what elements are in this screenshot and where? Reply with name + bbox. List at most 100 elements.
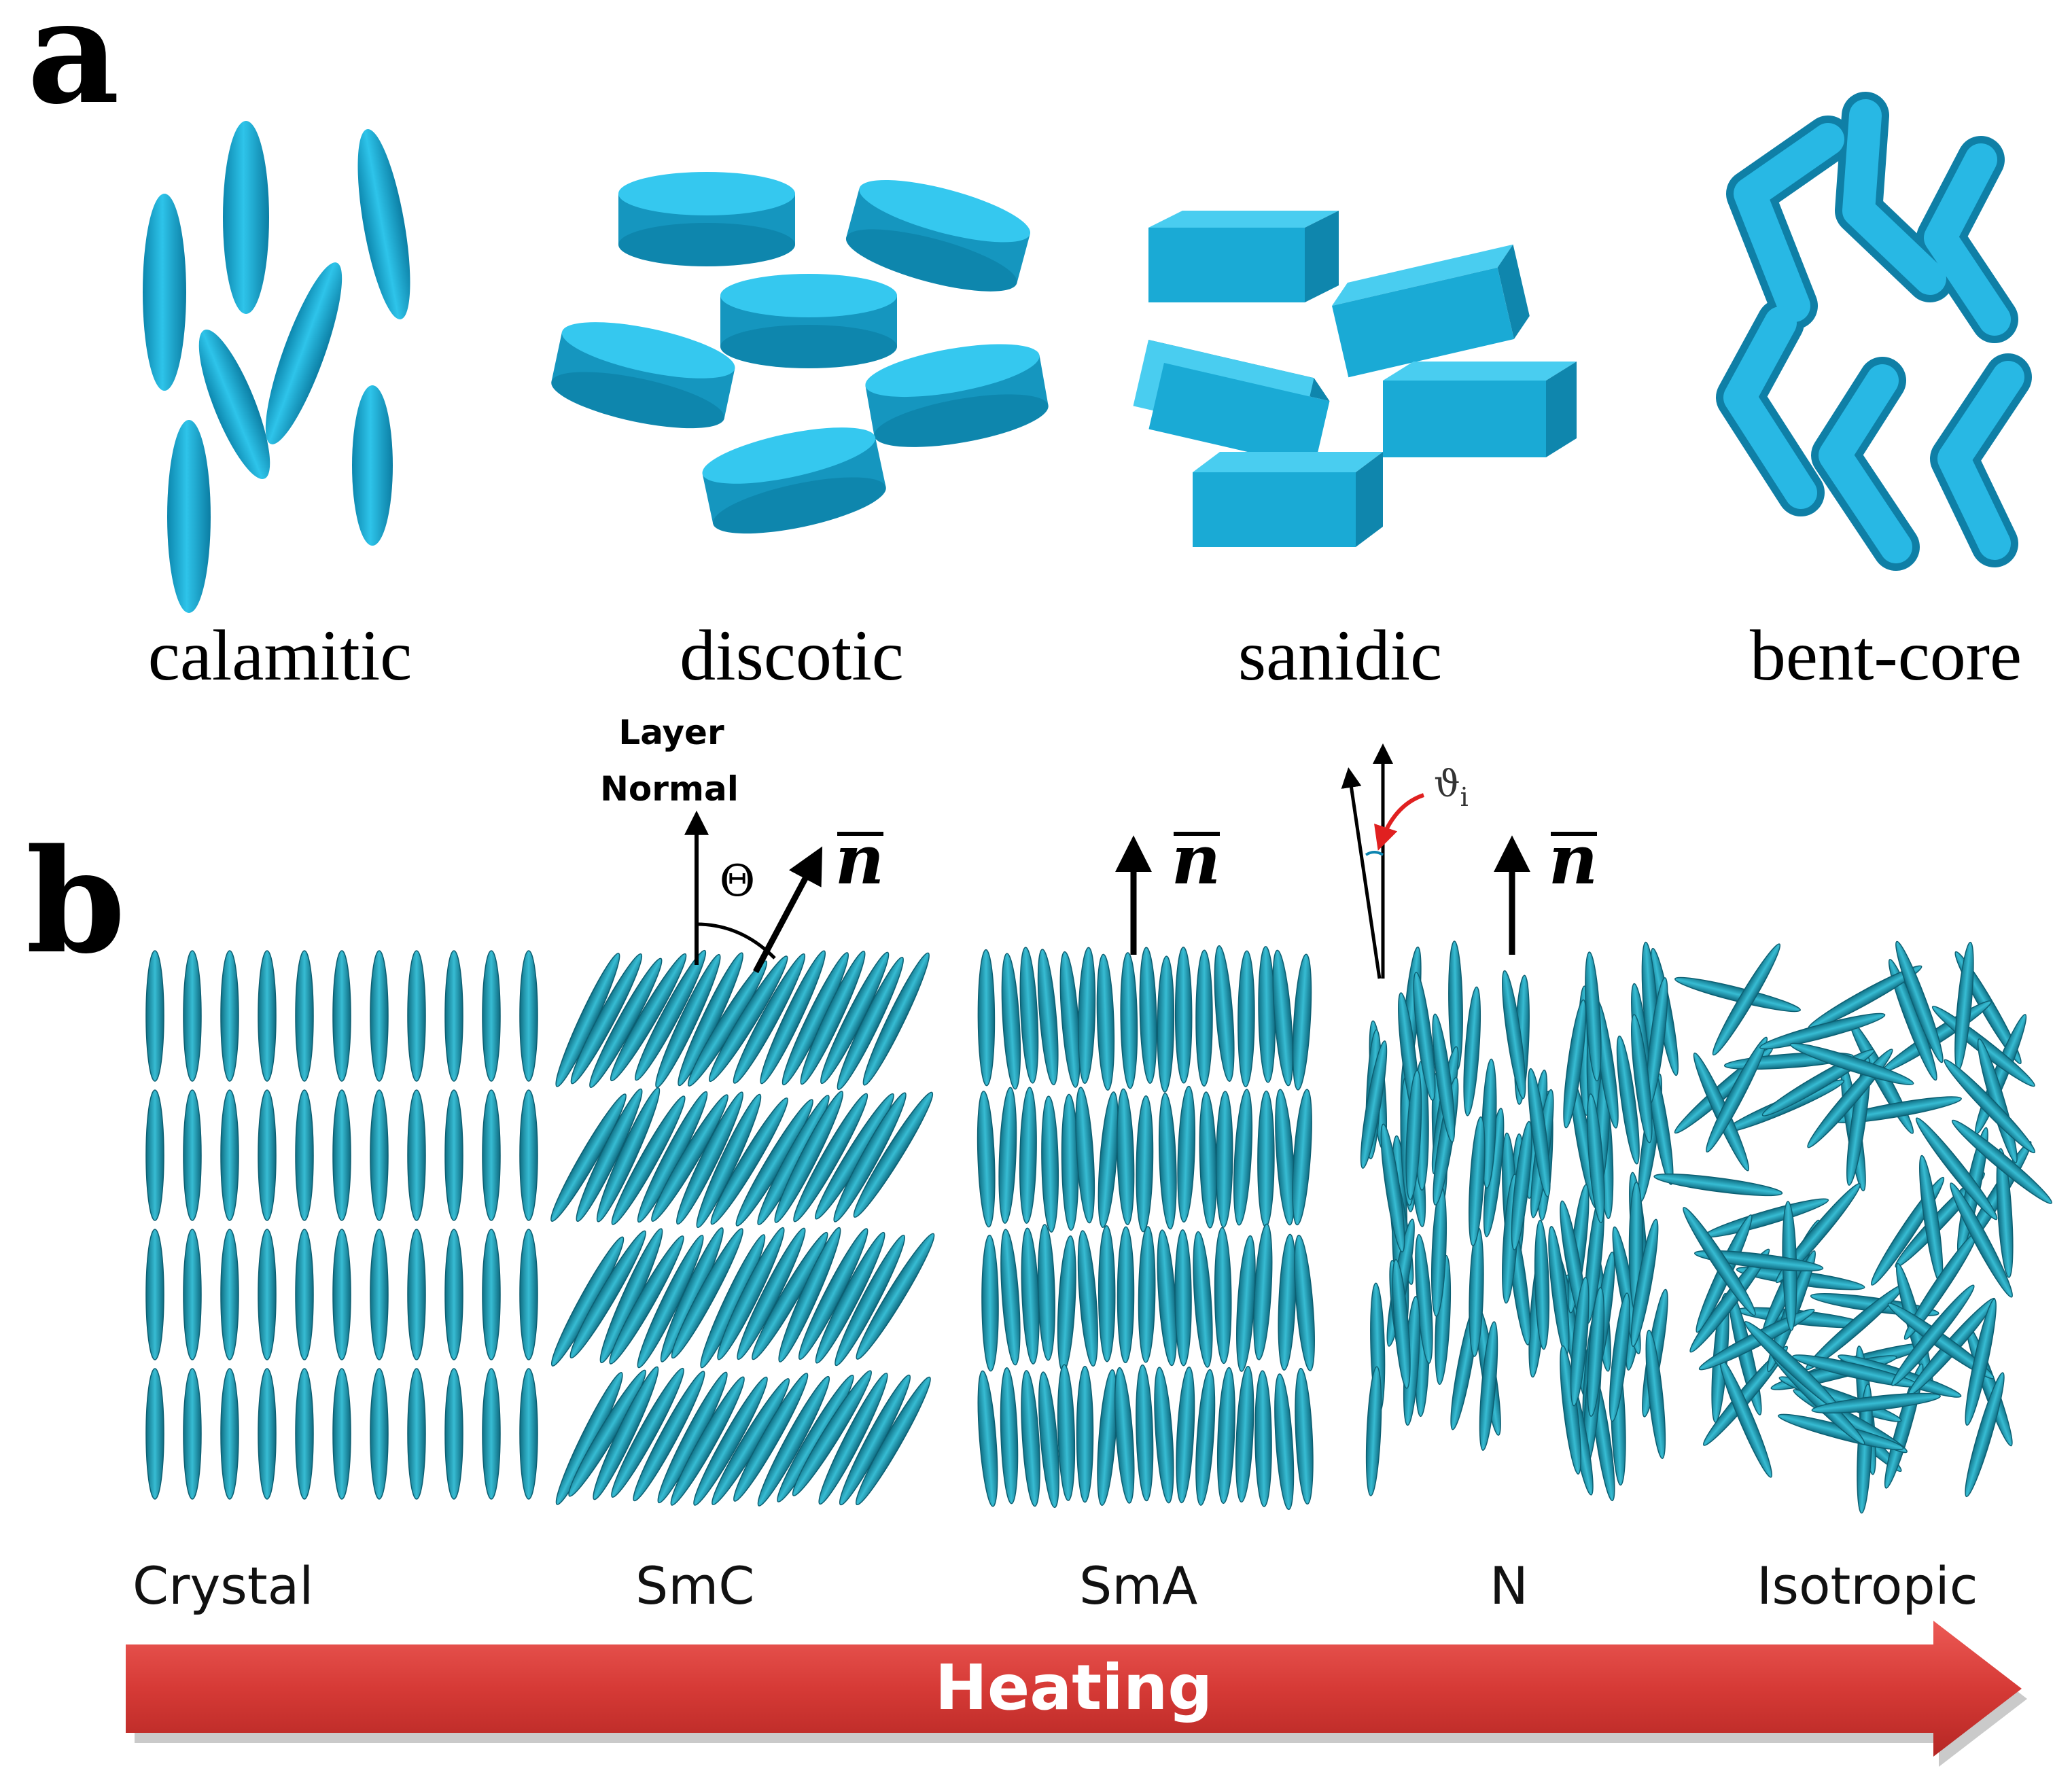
smc-molecule bbox=[833, 1092, 907, 1222]
crystal-molecule bbox=[370, 950, 389, 1082]
crystal-molecule bbox=[258, 950, 277, 1082]
sma-molecule bbox=[1117, 1226, 1135, 1364]
nematic-annotations: ϑi n bbox=[1341, 743, 1598, 979]
disc bbox=[720, 274, 897, 368]
calamitic-rod bbox=[265, 262, 343, 444]
isotropic-molecule bbox=[1759, 1013, 1886, 1050]
nematic-molecule bbox=[1392, 1259, 1411, 1389]
sma-molecule bbox=[1253, 1223, 1273, 1360]
sanidic-board bbox=[1383, 362, 1577, 457]
smc-molecule bbox=[637, 1235, 704, 1369]
sma-molecule bbox=[1041, 1095, 1059, 1233]
smc-molecule bbox=[633, 1371, 705, 1502]
sma-molecule bbox=[1193, 1231, 1213, 1368]
sma-molecule bbox=[1274, 1373, 1295, 1511]
disc bbox=[702, 427, 886, 534]
smc-phase bbox=[550, 949, 935, 1507]
crystal-molecule bbox=[444, 1089, 463, 1221]
crystal-molecule bbox=[145, 950, 164, 1082]
sma-molecule bbox=[1037, 1224, 1055, 1361]
isotropic-molecule bbox=[1683, 1207, 1756, 1316]
isotropic-molecule bbox=[1887, 1303, 1995, 1379]
sma-molecule bbox=[1278, 1233, 1297, 1371]
crystal-molecule bbox=[407, 1368, 426, 1500]
calamitic-rod bbox=[167, 420, 211, 613]
nematic-molecule bbox=[1570, 1276, 1590, 1407]
isotropic-molecule bbox=[1811, 1392, 1941, 1414]
isotropic-phase bbox=[1653, 940, 2052, 1514]
phase-label-n: N bbox=[1490, 1555, 1528, 1616]
sma-molecule bbox=[1037, 949, 1059, 1086]
nematic-molecule bbox=[1469, 1116, 1486, 1246]
sma-molecule bbox=[1136, 1095, 1154, 1233]
label-sanidic: sanidic bbox=[1238, 616, 1442, 695]
smc-molecule bbox=[655, 953, 721, 1088]
sma-molecule bbox=[1019, 947, 1039, 1084]
sma-molecule bbox=[1199, 1091, 1217, 1229]
sma-molecule bbox=[1254, 1370, 1272, 1507]
isotropic-molecule bbox=[1653, 1173, 1783, 1197]
smc-molecule bbox=[815, 1231, 885, 1364]
sma-molecule bbox=[1292, 953, 1312, 1091]
smc-molecule bbox=[611, 1367, 684, 1498]
fluctuation-angle-arc bbox=[1365, 851, 1384, 856]
sma-molecule bbox=[1235, 1365, 1254, 1503]
nematic-molecule bbox=[1463, 986, 1481, 1116]
layer-normal-label-line1: Layer bbox=[618, 713, 724, 752]
nematic-molecule bbox=[1587, 1093, 1605, 1224]
calamitic-rod bbox=[223, 121, 269, 314]
sma-molecule bbox=[1078, 947, 1096, 1085]
nematic-molecule bbox=[1380, 1123, 1405, 1252]
sma-molecule bbox=[977, 949, 996, 1087]
crystal-molecule bbox=[183, 1229, 202, 1360]
sma-molecule bbox=[1195, 1369, 1216, 1506]
disc bbox=[865, 344, 1049, 447]
sma-molecule bbox=[1057, 1364, 1076, 1501]
crystal-molecule bbox=[332, 1229, 351, 1360]
tilt-angle-label: Θ bbox=[720, 856, 755, 907]
bent-core-molecules bbox=[1716, 92, 2032, 571]
crystal-molecule bbox=[258, 1089, 277, 1221]
sma-molecule bbox=[1174, 1229, 1192, 1367]
nematic-molecule bbox=[1528, 1068, 1551, 1197]
sma-molecule bbox=[1292, 1089, 1312, 1226]
sma-molecule bbox=[1233, 1089, 1253, 1226]
nematic-molecule bbox=[1413, 972, 1436, 1102]
sma-molecule bbox=[998, 1087, 1017, 1224]
crystal-molecule bbox=[258, 1229, 277, 1360]
crystal-molecule bbox=[519, 950, 538, 1082]
nematic-molecule bbox=[1405, 1070, 1422, 1200]
calamitic-rod bbox=[198, 330, 270, 479]
nematic-molecule bbox=[1563, 999, 1587, 1129]
crystal-phase bbox=[145, 950, 538, 1500]
smc-molecule bbox=[752, 1231, 828, 1360]
sanidic-board bbox=[1193, 452, 1383, 547]
sma-molecule bbox=[1019, 1087, 1037, 1224]
crystal-molecule bbox=[295, 1368, 314, 1500]
crystal-molecule bbox=[482, 1089, 501, 1221]
crystal-molecule bbox=[145, 1089, 164, 1221]
sma-molecule bbox=[1077, 1230, 1098, 1367]
smc-molecule bbox=[610, 953, 687, 1082]
crystal-molecule bbox=[482, 1229, 501, 1360]
smc-molecule bbox=[737, 1227, 806, 1360]
calamitic-rod bbox=[357, 129, 410, 319]
nematic-molecule bbox=[1432, 1013, 1456, 1143]
smc-molecule bbox=[708, 955, 788, 1083]
director-arrow-smc bbox=[753, 846, 823, 974]
sma-molecule bbox=[1096, 953, 1115, 1091]
smc-molecule bbox=[635, 949, 707, 1081]
disc bbox=[845, 179, 1031, 292]
sma-molecule bbox=[1154, 1367, 1174, 1504]
nematic-molecule bbox=[1585, 951, 1602, 1082]
smc-molecule bbox=[651, 1094, 728, 1222]
sma-molecule bbox=[1257, 1090, 1275, 1228]
smc-molecule bbox=[818, 1373, 888, 1505]
sma-molecule bbox=[1295, 1367, 1314, 1505]
smc-molecule bbox=[862, 952, 930, 1086]
sma-molecule bbox=[1157, 955, 1175, 1093]
crystal-molecule bbox=[220, 1089, 239, 1221]
nematic-phase bbox=[1360, 940, 1679, 1502]
sma-molecule bbox=[1075, 1087, 1095, 1224]
